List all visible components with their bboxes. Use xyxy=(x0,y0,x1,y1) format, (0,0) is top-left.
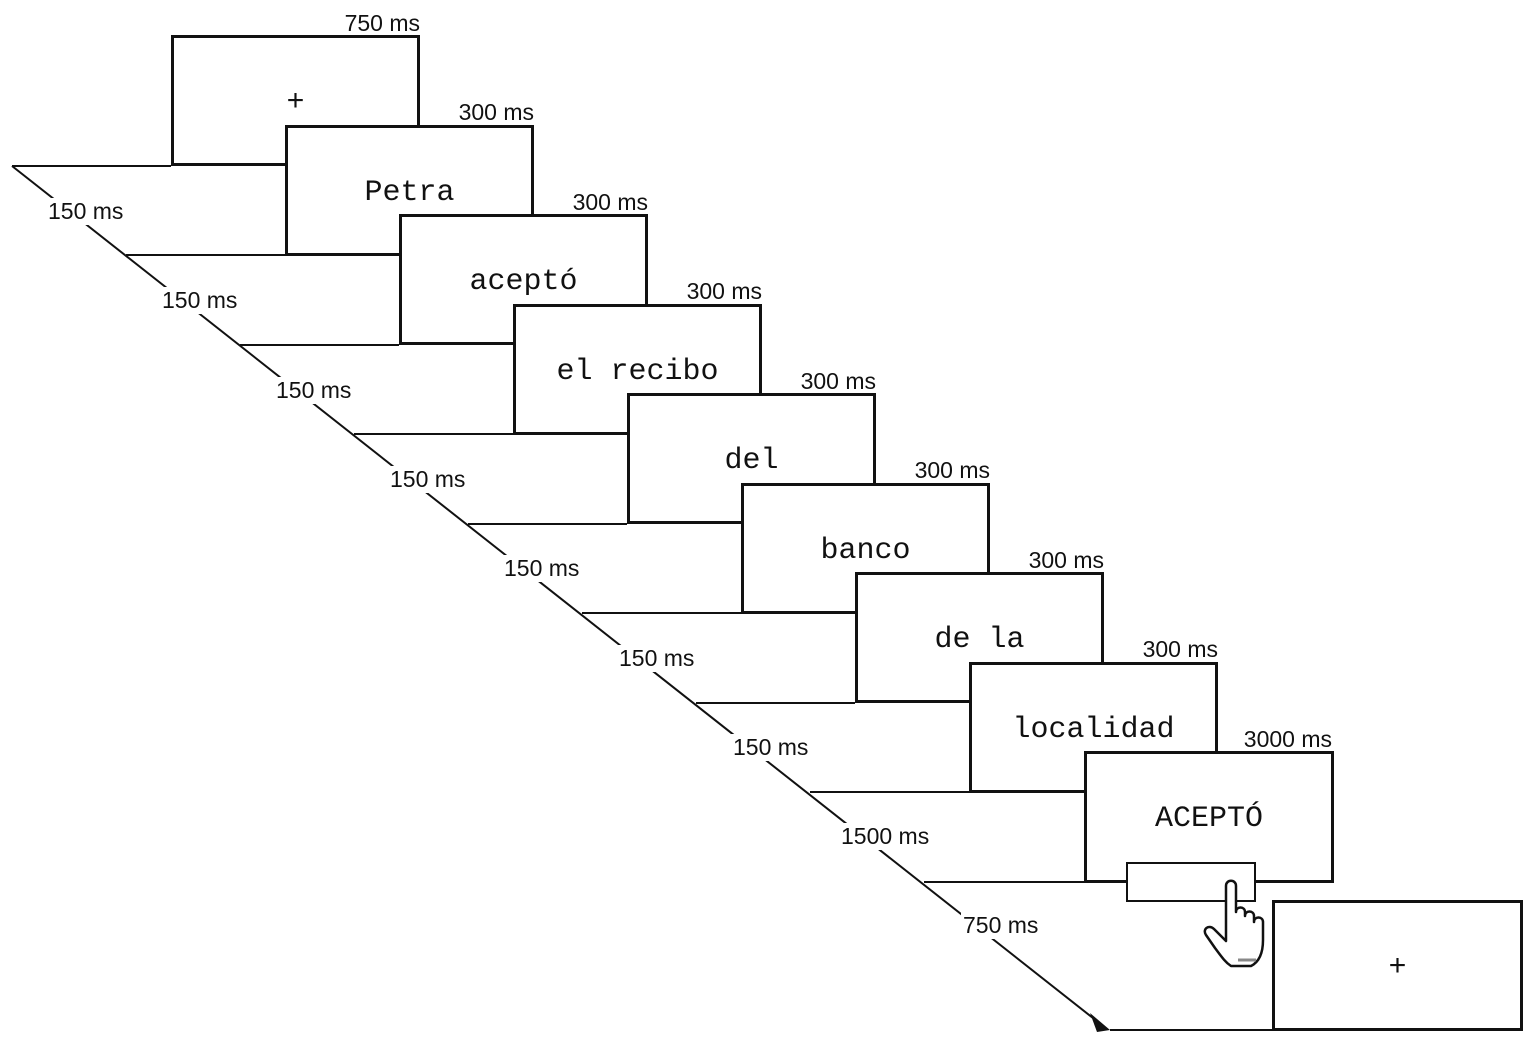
frame-final-fixation: + xyxy=(1272,900,1523,1031)
frame-duration: 300 ms xyxy=(914,457,990,483)
frame-duration: 3000 ms xyxy=(1243,726,1332,752)
frame-word: + xyxy=(286,86,305,120)
interval-label: 750 ms xyxy=(961,912,1041,939)
frame-probe: ACEPTÓ xyxy=(1084,751,1334,883)
arrow-head-icon xyxy=(1090,1013,1110,1032)
frame-duration: 300 ms xyxy=(686,278,762,304)
frame-word: aceptó xyxy=(469,265,578,299)
interval-label: 150 ms xyxy=(274,377,354,404)
frame-word: + xyxy=(1388,951,1407,985)
interval-label: 150 ms xyxy=(160,287,240,314)
frame-duration: 300 ms xyxy=(458,99,534,125)
frame-duration: 300 ms xyxy=(572,189,648,215)
frame-word: Petra xyxy=(364,176,455,210)
frame-word: de la xyxy=(934,623,1025,657)
frame-word: banco xyxy=(820,534,911,568)
frame-duration: 750 ms xyxy=(344,10,420,36)
frame-duration: 300 ms xyxy=(1028,547,1104,573)
interval-label: 150 ms xyxy=(388,466,468,493)
frame-duration: 300 ms xyxy=(800,368,876,394)
frame-word: localidad xyxy=(1012,713,1175,747)
frame-word: del xyxy=(724,444,779,478)
interval-label: 150 ms xyxy=(617,645,697,672)
interval-label: 1500 ms xyxy=(839,823,932,850)
interval-label: 150 ms xyxy=(731,734,811,761)
frame-word: el recibo xyxy=(556,355,719,389)
interval-label: 150 ms xyxy=(46,198,126,225)
frame-word: ACEPTÓ xyxy=(1154,802,1264,836)
interval-label: 150 ms xyxy=(502,555,582,582)
frame-duration: 300 ms xyxy=(1142,636,1218,662)
